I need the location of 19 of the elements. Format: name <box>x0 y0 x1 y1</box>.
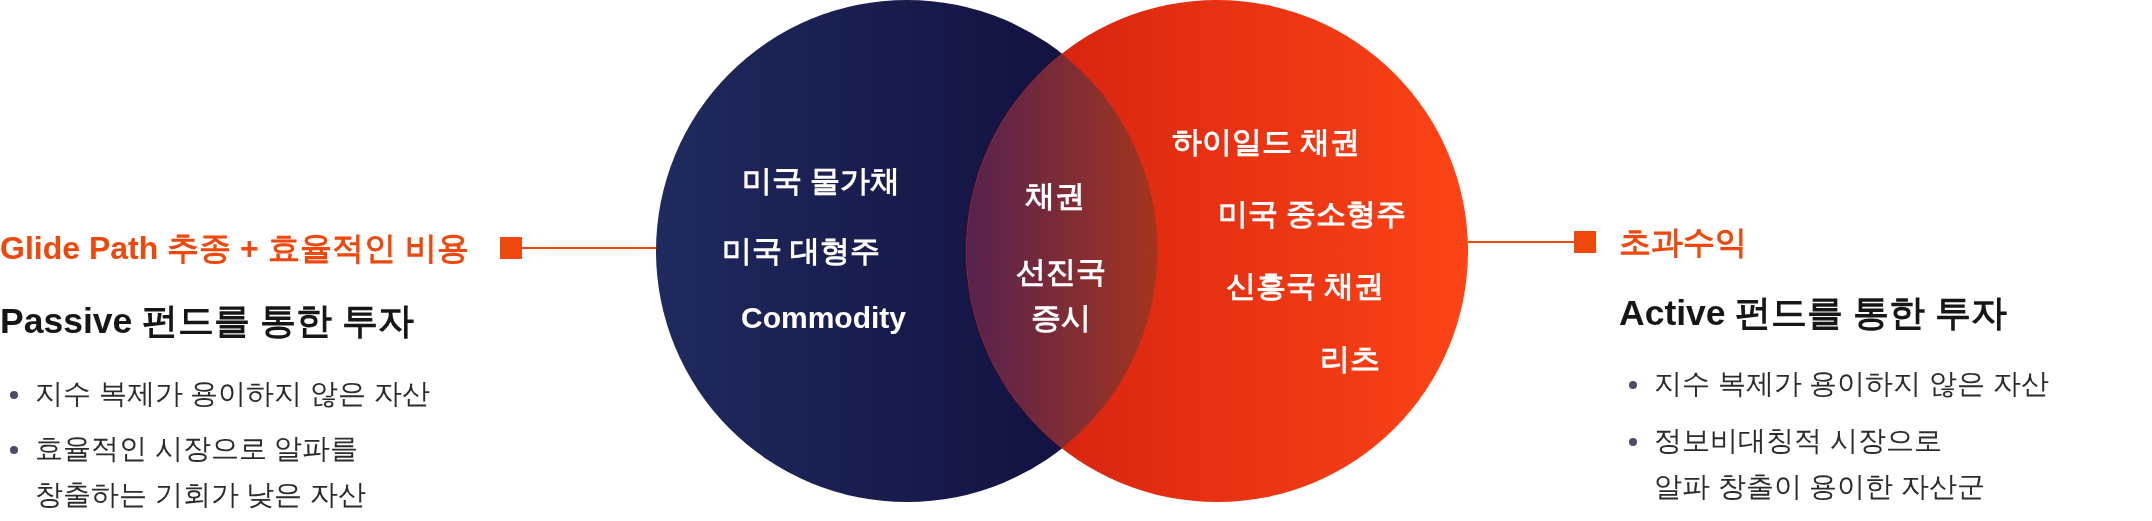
category-label: Commodity <box>741 300 906 336</box>
leader-line <box>1466 231 1597 253</box>
category-label: 하이일드 채권 <box>1172 124 1361 160</box>
category-label: 미국 물가채 <box>742 163 901 199</box>
callout-heading: 초과수익 <box>1619 223 1747 262</box>
callout-title: Active 펀드를 통한 투자 <box>1619 292 2008 335</box>
callout-heading: Glide Path 추종 + 효율적인 비용 <box>0 229 469 268</box>
bullet-text: 지수 복제가 용이하지 않은 자산 <box>35 377 430 411</box>
bullet-text: 효율적인 시장으로 알파를 창출하는 기회가 낮은 자산 <box>35 432 367 512</box>
category-label: 선진국 증시 <box>1016 254 1106 336</box>
category-label: 리츠 <box>1320 341 1380 377</box>
callout-title: Passive 펀드를 통한 투자 <box>0 300 414 343</box>
category-label: 신흥국 채권 <box>1226 268 1385 304</box>
category-label: 미국 중소형주 <box>1218 196 1407 232</box>
category-label: 채권 <box>1025 178 1085 214</box>
leader-line <box>499 237 657 259</box>
bullet-text: 지수 복제가 용이하지 않은 자산 <box>1654 367 2049 401</box>
bullet-text: 정보비대칭적 시장으로 알파 창출이 용이한 자산군 <box>1654 424 1986 504</box>
category-label: 미국 대형주 <box>722 233 881 269</box>
